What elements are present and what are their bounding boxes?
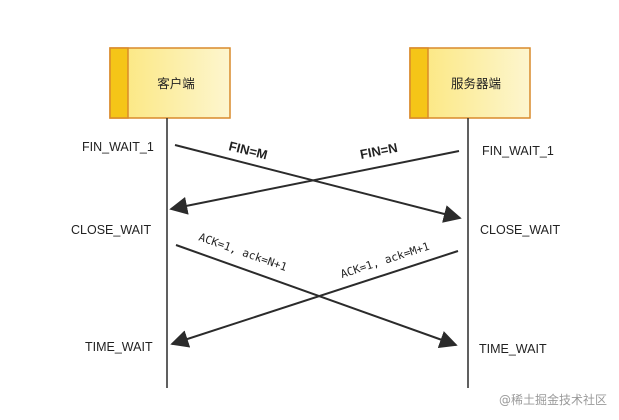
client-state-time-wait: TIME_WAIT xyxy=(85,340,153,354)
client-state-close-wait: CLOSE_WAIT xyxy=(71,223,151,237)
client-state-fin-wait-1: FIN_WAIT_1 xyxy=(82,140,154,154)
message-label-ack-n1: ACK=1, ack=N+1 xyxy=(197,231,289,274)
server-state-fin-wait-1: FIN_WAIT_1 xyxy=(482,144,554,158)
server-box-body xyxy=(409,47,531,119)
message-label-fin-n: FIN=N xyxy=(359,140,399,162)
message-arrow-fin-m xyxy=(174,144,462,223)
server-box: 服务器端 xyxy=(409,47,531,119)
message-arrow-ack-n1 xyxy=(175,244,458,349)
server-state-close-wait: CLOSE_WAIT xyxy=(480,223,560,237)
client-box-body xyxy=(109,47,231,119)
message-arrow-ack-m1 xyxy=(170,250,459,348)
server-label: 服务器端 xyxy=(451,76,501,91)
client-label: 客户端 xyxy=(157,76,195,91)
watermark: @稀土掘金技术社区 xyxy=(499,392,607,407)
server-box-strip xyxy=(409,47,429,119)
server-state-time-wait: TIME_WAIT xyxy=(479,342,547,356)
client-box: 客户端 xyxy=(109,47,231,119)
message-label-fin-m: FIN=M xyxy=(227,138,269,162)
client-box-strip xyxy=(109,47,129,119)
message-arrow-fin-n xyxy=(169,150,460,215)
